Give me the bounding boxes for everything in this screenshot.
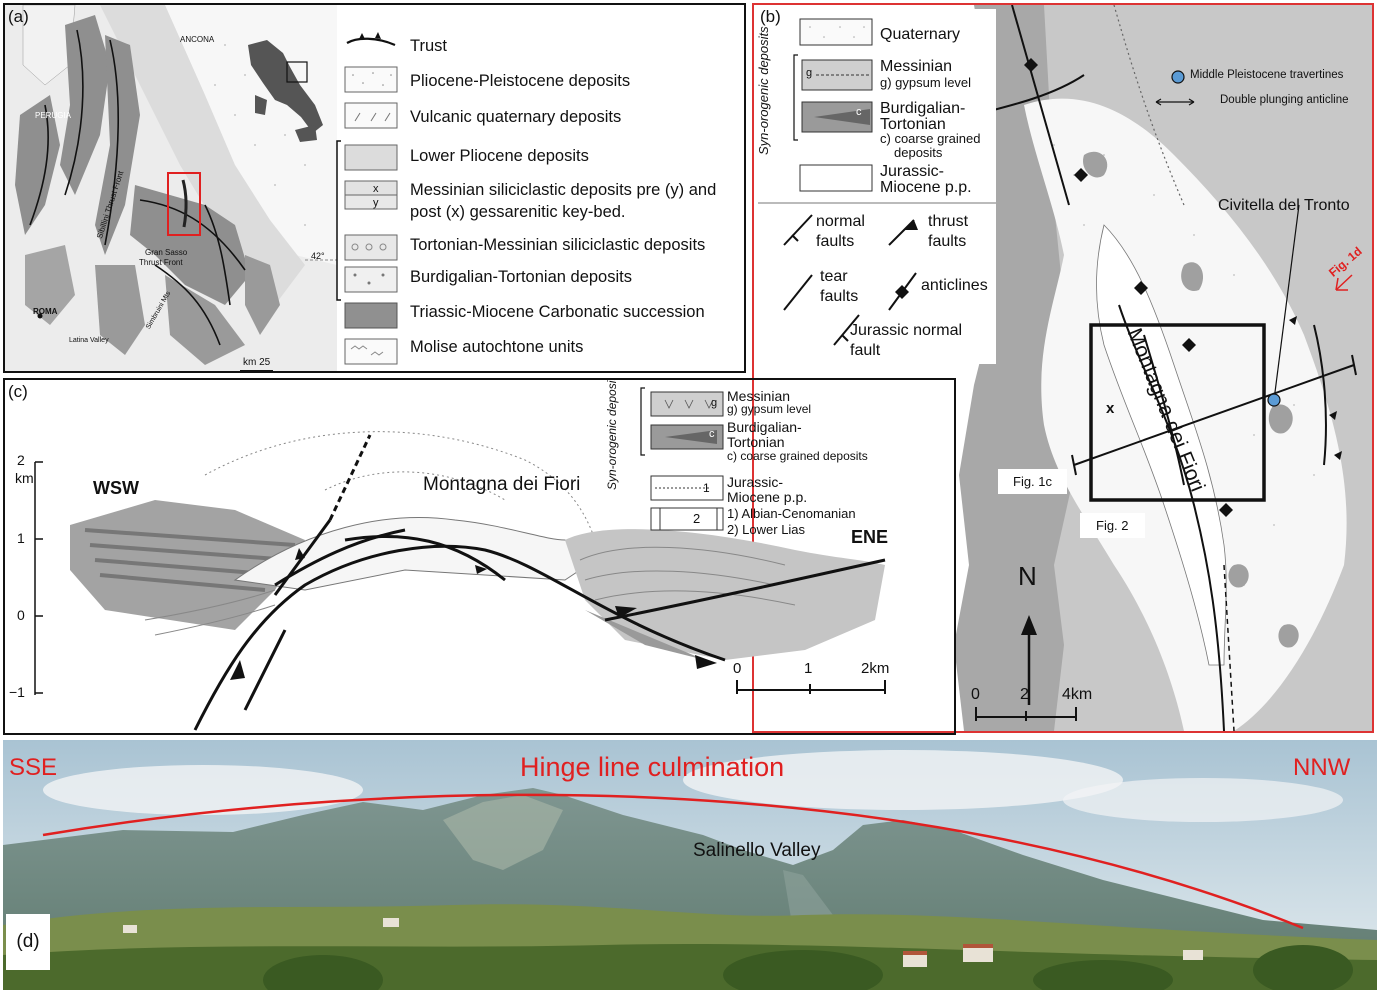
fig2-label: Fig. 2: [1080, 513, 1145, 538]
legend-b-messinian: Messinian: [880, 58, 953, 75]
legend-c-tortonian-sub: c) coarse grained deposits: [727, 449, 868, 463]
fig1c-label: Fig. 1c: [998, 469, 1068, 494]
map-label-latina: Latina Valley: [69, 337, 109, 344]
y-tick-1: 1: [17, 530, 25, 546]
legend-c-g-mark: g: [711, 397, 718, 409]
legend-b-thrust1: thrust: [928, 213, 969, 230]
scale-b-0: 0: [971, 686, 980, 703]
hinge-line-label: Hinge line culmination: [520, 752, 785, 782]
nnw-label: NNW: [1293, 754, 1351, 781]
legend-item-vulcanic: Vulcanic quaternary deposits: [410, 108, 622, 126]
map-scale-label: km 25: [243, 357, 271, 368]
panel-b-label: (b): [760, 7, 781, 26]
scale-b-4km: 4km: [1062, 686, 1093, 703]
map-label-thrust-front: Thrust Front: [139, 258, 183, 267]
legend-c-one-mark: 1: [703, 481, 710, 495]
legend-c-c-mark: c: [709, 428, 715, 440]
central-apennines-map: [5, 5, 337, 371]
legend-b-jurassic-normal1: Jurassic normal: [850, 322, 963, 339]
legend-item-trust: Trust: [410, 37, 447, 55]
sse-label: SSE: [9, 754, 58, 781]
map-label-gran-sasso: Gran Sasso: [145, 248, 188, 257]
legend-c-burdigalian: Burdigalian-: [727, 419, 802, 435]
double-plunging-label: Double plunging anticline: [1220, 94, 1349, 106]
legend-b-anticlines: anticlines: [921, 277, 988, 294]
travertines-label: Middle Pleistocene travertines: [1190, 69, 1344, 81]
north-arrow-label: N: [1018, 561, 1037, 591]
legend-b-normal2: faults: [816, 233, 855, 250]
legend-b-tortonian-sub2: deposits: [894, 145, 943, 160]
legend-c-albian: 1) Albian-Cenomanian: [727, 506, 856, 521]
map-label-roma: ROMA: [33, 307, 58, 316]
scale-b-2: 2: [1020, 686, 1029, 703]
montagna-label-c: Montagna dei Fiori: [423, 474, 581, 495]
panel-a-label: (a): [8, 7, 29, 26]
map-label-lat: 42°: [311, 251, 325, 261]
cross-section-drawing: [34, 387, 886, 731]
legend-c-synorogenic: Syn-orogenic deposits: [605, 378, 619, 490]
wsw-label: WSW: [93, 478, 139, 498]
legend-c-jurassic: Jurassic-: [727, 474, 784, 490]
legend-b-quaternary: Quaternary: [880, 26, 961, 43]
legend-item-messinian: Messinian siliciclastic deposits pre (y)…: [410, 181, 717, 199]
legend-b-burdigalian: Burdigalian-: [880, 100, 966, 117]
legend-item-molise: Molise autochtone units: [410, 338, 584, 356]
legend-b-jurassic-normal2: fault: [850, 342, 881, 359]
legend-b-synorogenic: Syn-orogenic deposits: [756, 26, 771, 155]
y-tick-minus1: −1: [9, 684, 25, 700]
legend-b-tortonian: Tortonian: [880, 116, 946, 133]
legend-item-tortonian-messinian: Tortonian-Messinian siliciclastic deposi…: [410, 236, 706, 254]
legend-b-normal1: normal: [816, 213, 865, 230]
legend-c-lias: 2) Lower Lias: [727, 522, 806, 537]
y-axis-unit: km: [15, 470, 34, 486]
landscape-photo: [3, 740, 1377, 990]
legend-c-messinian-sub: g) gypsum level: [727, 402, 812, 416]
panel-d-label: (d): [6, 914, 50, 970]
legend-mark-x: x: [373, 183, 379, 195]
legend-b-c-mark: c: [856, 106, 862, 118]
legend-c-messinian: Messinian: [727, 388, 791, 404]
scale-c-0: 0: [733, 660, 742, 677]
legend-c-miocene: Miocene p.p.: [727, 489, 808, 505]
legend-mark-y: y: [373, 197, 379, 209]
legend-c-tortonian: Tortonian: [727, 434, 785, 450]
panel-a-legend-symbols: [336, 32, 398, 365]
legend-item-pliocene-pleistocene: Pliocene-Pleistocene deposits: [410, 72, 631, 90]
legend-item-burdigalian: Burdigalian-Tortonian deposits: [410, 268, 632, 286]
legend-b-thrust2: faults: [928, 233, 967, 250]
salinello-valley-label: Salinello Valley: [693, 840, 821, 861]
panel-c: (c): [3, 378, 956, 735]
scale-c-2km: 2km: [861, 660, 890, 677]
legend-item-lower-pliocene: Lower Pliocene deposits: [410, 147, 589, 165]
legend-b-g-mark: g: [806, 67, 813, 79]
legend-item-messinian-line2: post (x) gessarenitic key-bed.: [410, 203, 626, 221]
legend-item-triassic: Triassic-Miocene Carbonatic succession: [410, 303, 705, 321]
ene-label: ENE: [851, 527, 889, 547]
x-mark-b: x: [1106, 400, 1115, 417]
y-tick-0: 0: [17, 607, 25, 623]
y-tick-2: 2: [17, 452, 25, 468]
legend-b-tear1: tear: [820, 268, 848, 285]
legend-b-miocene: Miocene p.p.: [880, 179, 972, 196]
civitella-label: Civitella del Tronto: [1218, 197, 1350, 214]
panel-d-photo: SSE NNW Hinge line culmination Salinello…: [3, 740, 1377, 990]
map-label-ancona: ANCONA: [180, 35, 215, 44]
scale-c-1: 1: [804, 660, 813, 677]
legend-b-messinian-sub: g) gypsum level: [880, 75, 972, 90]
panel-c-label: (c): [8, 382, 28, 401]
legend-c-two-mark: 2: [693, 511, 701, 526]
map-label-perugia: PERUGIA: [35, 111, 72, 120]
legend-b-tortonian-sub1: c) coarse grained: [880, 131, 981, 146]
panel-a: (a): [3, 3, 746, 373]
legend-b-jurassic: Jurassic-: [880, 163, 945, 180]
legend-b-tear2: faults: [820, 288, 859, 305]
